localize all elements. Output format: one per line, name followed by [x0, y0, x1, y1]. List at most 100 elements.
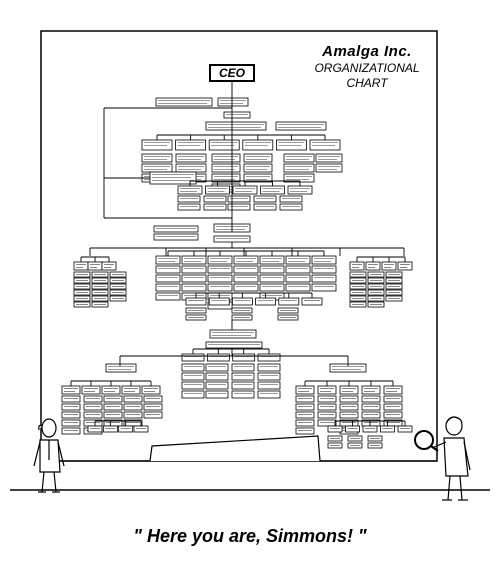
org-box: [311, 265, 337, 274]
org-box: [103, 411, 123, 419]
org-box: [232, 353, 256, 362]
org-box: [208, 139, 240, 151]
org-box: [232, 185, 258, 195]
org-box: [143, 403, 163, 411]
org-box: [278, 297, 300, 306]
org-box: [327, 425, 343, 433]
org-box: [181, 390, 205, 399]
org-box: [295, 385, 315, 395]
chart-header: Amalga Inc. ORGANIZATIONAL CHART: [292, 44, 442, 89]
org-box: [206, 353, 230, 362]
org-box: [285, 274, 311, 283]
org-box: [295, 395, 315, 403]
org-box: [205, 363, 229, 372]
org-box: [81, 385, 101, 395]
org-box: [103, 395, 123, 403]
org-box: [207, 255, 233, 265]
org-box: [317, 403, 337, 411]
org-box: [203, 203, 227, 211]
org-links: [70, 82, 406, 426]
org-box: [295, 403, 315, 411]
org-box: [155, 97, 213, 107]
org-box: [205, 390, 229, 399]
magnifying-glass-icon: [414, 430, 434, 450]
org-box: [279, 195, 303, 203]
org-box: [339, 411, 359, 419]
org-box: [155, 283, 181, 292]
org-box: [205, 381, 229, 390]
org-box: [87, 261, 103, 271]
org-box: [361, 395, 381, 403]
org-box: [83, 403, 103, 411]
org-box: [283, 153, 315, 163]
org-box: [223, 111, 251, 119]
org-box: [101, 261, 117, 271]
org-box: [285, 255, 311, 265]
org-box: [231, 381, 255, 390]
org-box: [205, 185, 230, 195]
org-box: [103, 403, 123, 411]
org-box: [315, 153, 343, 163]
org-box: [259, 274, 285, 283]
org-box: [257, 363, 281, 372]
org-box: [141, 163, 173, 173]
org-box: [362, 425, 378, 433]
org-box: [295, 427, 315, 435]
org-box: [253, 195, 277, 203]
org-box: [383, 411, 403, 419]
org-box: [233, 265, 259, 274]
org-box: [101, 385, 121, 395]
org-box: [208, 297, 230, 306]
org-box: [207, 265, 233, 274]
org-box: [87, 425, 103, 433]
org-box: [231, 363, 255, 372]
org-box: [155, 265, 181, 274]
org-box: [227, 203, 251, 211]
org-box: [121, 385, 141, 395]
org-box: [311, 283, 337, 292]
org-box: [149, 171, 197, 185]
org-box: [143, 395, 163, 403]
org-box: [143, 411, 163, 419]
org-box: [257, 372, 281, 381]
company-name: Amalga Inc.: [322, 43, 412, 60]
org-box: [383, 395, 403, 403]
org-box: [361, 411, 381, 419]
org-box: [285, 283, 311, 292]
ceo-box: CEO: [209, 64, 255, 82]
org-box: [231, 297, 253, 306]
chart-title-line2: CHART: [346, 76, 388, 90]
org-box: [123, 403, 143, 411]
org-box: [177, 185, 203, 195]
org-box: [295, 419, 315, 427]
org-box: [361, 403, 381, 411]
org-box: [155, 292, 181, 301]
org-box: [211, 153, 241, 163]
org-box: [205, 341, 263, 349]
org-box: [283, 173, 315, 183]
org-box: [177, 195, 201, 203]
org-box: [209, 329, 257, 339]
org-box: [203, 195, 227, 203]
org-box: [257, 381, 281, 390]
org-box: [61, 395, 81, 403]
org-box: [231, 390, 255, 399]
org-box: [118, 425, 134, 433]
org-box: [259, 255, 285, 265]
org-box: [253, 203, 277, 211]
org-box: [181, 381, 205, 390]
org-box: [260, 185, 285, 195]
org-box: [155, 255, 181, 265]
org-box: [285, 265, 311, 274]
org-box: [311, 274, 337, 283]
org-box: [317, 395, 337, 403]
org-box: [175, 163, 207, 173]
org-box: [61, 403, 81, 411]
org-box: [339, 385, 359, 395]
org-box: [102, 425, 118, 433]
org-box: [61, 385, 81, 395]
sheet-notch: [41, 435, 437, 462]
org-box: [233, 274, 259, 283]
org-box: [287, 185, 313, 195]
